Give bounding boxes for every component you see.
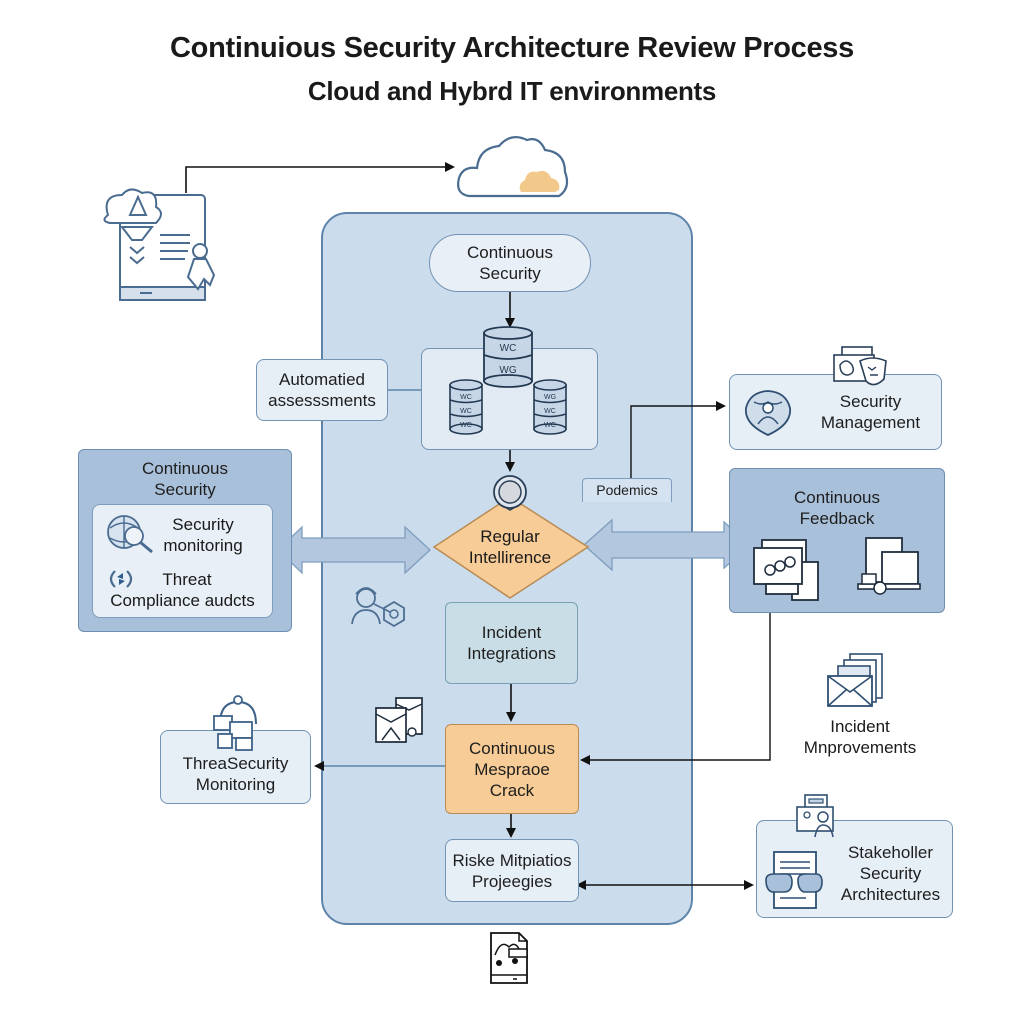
- feedback-line2: Feedback: [799, 509, 875, 528]
- database-left: WC WC WC: [449, 379, 483, 435]
- documents-icon: [375, 697, 423, 743]
- ii-line1: Incident: [481, 623, 542, 642]
- security-monitoring-label: Security monitoring: [148, 514, 258, 556]
- report-chat-icon: [765, 851, 823, 909]
- monitor-dashboard-icon: [753, 539, 819, 601]
- incident-improvements-label[interactable]: Incident Mnprovements: [790, 716, 930, 758]
- secmgmt-line1: Security: [839, 392, 902, 411]
- main-process-panel: [321, 212, 693, 925]
- secmgmt-line2: Management: [820, 413, 921, 432]
- file-report-icon: [490, 932, 528, 984]
- db-label: WC: [500, 343, 517, 354]
- tsm-line1: ThreaSecurity: [182, 754, 289, 773]
- sh-line2: Security: [859, 863, 922, 883]
- continuous-security-line2: Security: [479, 264, 541, 283]
- ri-line2: Intellirence: [468, 548, 552, 567]
- arrow-tablet-to-cloud: [185, 162, 455, 193]
- feedback-line1: Continuous: [793, 488, 880, 507]
- automated-assessments-node[interactable]: Automatied assesssments: [256, 359, 388, 421]
- rm-line1: Riske Mitpiatios: [452, 850, 572, 870]
- automated-assessments-line1: Automatied: [278, 370, 365, 389]
- cs-panel-title-line1: Continuous: [141, 459, 228, 478]
- ii-line2: Integrations: [467, 644, 556, 663]
- risk-mitigation-node[interactable]: Riske Mitpiatios Projeegies: [445, 839, 579, 902]
- cm-line2: Mespraoe: [474, 759, 550, 779]
- engineer-icon: [351, 587, 405, 628]
- continuous-mespraoe-node[interactable]: Continuous Mespraoe Crack: [445, 724, 579, 814]
- database-right: WG WC WC: [533, 379, 567, 435]
- document-tablet-icon: [103, 188, 216, 301]
- iimp-line2: Mnprovements: [803, 738, 917, 757]
- threat-label: Threat: [162, 570, 212, 589]
- continuous-security-line1: Continuous: [466, 243, 553, 262]
- masks-shield-icon: [833, 346, 887, 386]
- ri-line1: Regular: [480, 527, 540, 546]
- db-label: WC: [460, 394, 472, 401]
- diagram-title: Continuious Security Architecture Review…: [170, 32, 854, 64]
- iimp-line1: Incident: [830, 717, 890, 736]
- rm-line2: Projeegies: [471, 871, 553, 891]
- db-label: WC: [544, 408, 556, 415]
- threat-sync-icon: [109, 570, 133, 588]
- podemics-label: Podemics: [596, 482, 658, 498]
- cloud-icon: [457, 135, 569, 198]
- sm-line1: Security: [172, 515, 234, 534]
- laptop-lock-icon: [857, 537, 921, 595]
- db-label: WC: [460, 408, 472, 415]
- regular-intelligence-label[interactable]: Regular Intellirence: [444, 526, 576, 568]
- db-label: WC: [544, 422, 556, 429]
- sm-line2: monitoring: [163, 536, 243, 555]
- database-icon: WC WG WC WC WC WG WC WC: [449, 326, 567, 435]
- stakeholder-people-icon: [796, 794, 834, 838]
- security-monitoring-icon: [107, 515, 153, 554]
- sh-line3: Architectures: [840, 884, 941, 904]
- threat-monitoring-icon: [213, 695, 257, 751]
- tsm-line2: Monitoring: [195, 775, 276, 794]
- incident-integrations-node[interactable]: Incident Integrations: [445, 602, 578, 684]
- cm-line1: Continuous: [468, 738, 555, 758]
- db-label: WC: [460, 422, 472, 429]
- continuous-security-node[interactable]: Continuous Security: [429, 234, 591, 292]
- compliance-audits-label: Compliance audcts: [110, 591, 255, 610]
- sh-line1: Stakeholler: [847, 842, 934, 862]
- security-management-icon: [745, 390, 791, 436]
- cs-panel-title-line2: Security: [154, 480, 216, 499]
- database-center: WC WG: [483, 326, 533, 388]
- cm-line3: Crack: [489, 780, 535, 800]
- db-label: WG: [499, 365, 516, 376]
- diagram-subtitle: Cloud and Hybrd IT environments: [307, 76, 717, 106]
- podemics-node[interactable]: Podemics: [582, 478, 672, 502]
- db-label: WG: [544, 394, 556, 401]
- automated-assessments-line2: assesssments: [268, 391, 376, 410]
- target-ring-icon: [493, 475, 527, 511]
- envelope-stack-icon: [827, 653, 883, 707]
